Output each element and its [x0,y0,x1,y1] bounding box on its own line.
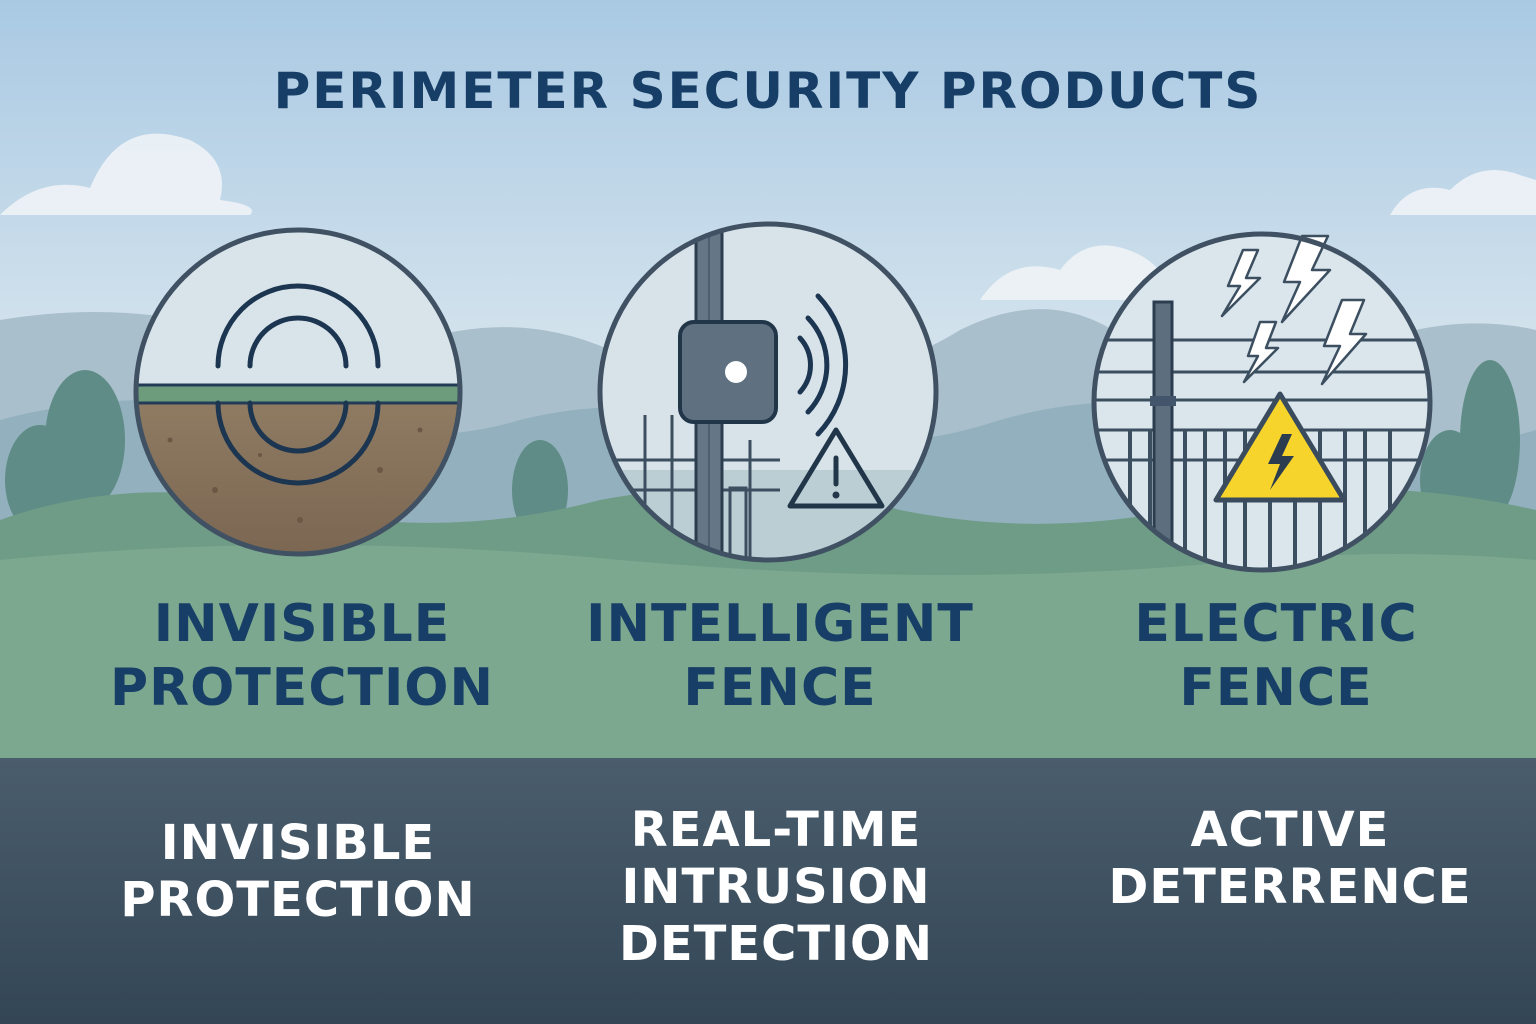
label-line: INTELLIGENT [586,594,974,654]
description-line: REAL-TIME [630,802,922,858]
product-label-electric-fence: ELECTRIC FENCE [1016,592,1536,720]
product-label-invisible-protection: INVISIBLE PROTECTION [42,592,562,720]
description-line: INVISIBLE [160,815,436,871]
description-line: DETERRENCE [1108,859,1472,915]
description-line: PROTECTION [120,872,476,928]
page-title: PERIMETER SECURITY PRODUCTS [273,62,1263,120]
label-line: FENCE [1179,658,1373,718]
label-line: PROTECTION [109,658,495,718]
description-line: ACTIVE [1190,802,1390,858]
description-band [0,758,1536,1024]
product-description-intelligent-fence: REAL-TIME INTRUSION DETECTION [516,802,1036,973]
electric-fence-icon [1091,231,1433,573]
description-line: DETECTION [619,916,933,972]
product-description-electric-fence: ACTIVE DETERRENCE [1030,802,1536,916]
description-line: INTRUSION [621,859,931,915]
label-line: FENCE [683,658,877,718]
label-line: ELECTRIC [1134,594,1418,654]
product-description-invisible-protection: INVISIBLE PROTECTION [38,815,558,929]
cloud [0,133,1536,300]
label-line: INVISIBLE [153,594,451,654]
product-label-intelligent-fence: INTELLIGENT FENCE [520,592,1040,720]
